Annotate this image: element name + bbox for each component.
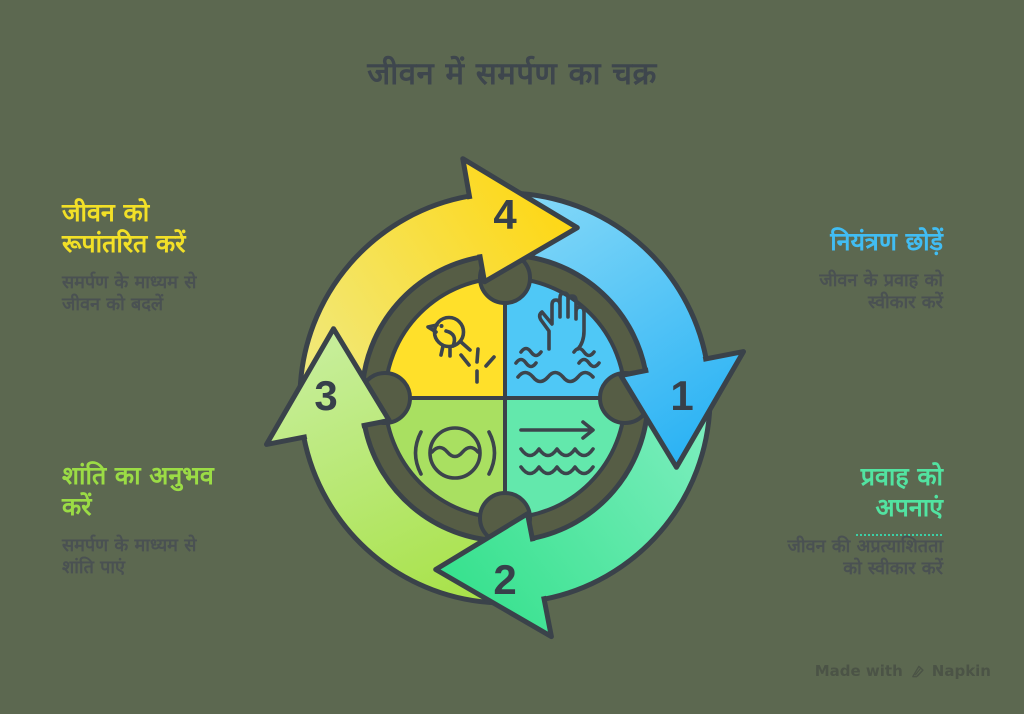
hand-above-water-icon — [514, 291, 601, 384]
step3-subtitle: समर्पण के माध्यम से शांति पाएं — [62, 535, 197, 578]
step4-title: जीवन को रूपांतरित करें — [62, 198, 186, 258]
step3-title: शांति का अनुभव करें — [62, 461, 214, 521]
step1-subtitle: जीवन के प्रवाह को स्वीकार करें — [819, 270, 943, 313]
step4-subtitle: समर्पण के माध्यम से जीवन को बदलें — [62, 272, 197, 315]
napkin-credit-badge: Made with Napkin — [815, 662, 991, 680]
label-step4-transform-life: जीवन को रूपांतरित करें समर्पण के माध्यम … — [62, 197, 287, 316]
made-with-text: Made with — [814, 662, 903, 680]
calm-water-in-circle-icon — [413, 426, 497, 480]
step1-title: नियंत्रण छोड़ें — [830, 227, 943, 256]
step-number-1: 1 — [670, 372, 693, 419]
napkin-pen-icon — [911, 665, 924, 677]
label-step3-experience-peace: शांति का अनुभव करें समर्पण के माध्यम से … — [62, 460, 297, 579]
step-number-2: 2 — [493, 556, 516, 603]
seam-step4 — [445, 196, 498, 259]
step2-subtitle: जीवन की अप्रत्याशितता को स्वीकार करें — [787, 536, 943, 579]
label-step1-let-go-of-control: नियंत्रण छोड़ें जीवन के प्रवाह को स्वीका… — [703, 226, 943, 314]
step2-title: प्रवाह को अपनाएं — [860, 462, 943, 522]
step-number-3: 3 — [314, 372, 337, 419]
seam-step2 — [515, 536, 568, 600]
bird-taking-flight-icon — [426, 315, 496, 384]
step-number-4: 4 — [493, 191, 517, 238]
dotted-highlight: अप्रत्याशितता — [856, 536, 943, 557]
seam-step1 — [643, 335, 707, 388]
seam-step3 — [303, 408, 367, 461]
hub-quadrants — [383, 276, 627, 520]
brand-text: Napkin — [931, 662, 991, 680]
page-title: जीवन में समर्पण का चक्र — [367, 56, 657, 92]
label-step2-embrace-the-flow: प्रवाह को अपनाएं जीवन की अप्रत्याशितता क… — [693, 461, 943, 580]
flow-arrow-over-waves-icon — [519, 420, 595, 476]
